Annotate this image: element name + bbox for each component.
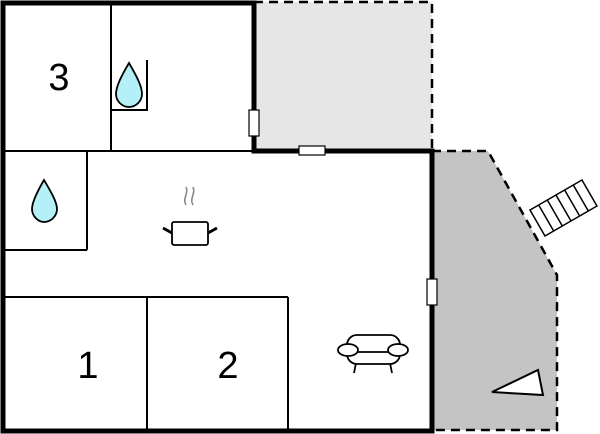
armchair-icon	[337, 334, 409, 374]
interior-walls	[3, 3, 289, 430]
room-label-bedroom-3: 3	[48, 57, 70, 99]
room-label-bedroom-1: 1	[77, 345, 99, 387]
window-east	[426, 278, 438, 306]
window-top-right	[248, 109, 260, 137]
exterior-walls	[0, 0, 435, 434]
water-drop-icon	[31, 178, 58, 223]
window-terrace	[298, 145, 326, 156]
windows	[248, 109, 438, 306]
stairs-icon	[528, 178, 598, 238]
triangle-marker-icon	[491, 368, 545, 397]
room-label-bedroom-2: 2	[217, 345, 239, 387]
cooking-pot-icon	[162, 186, 218, 246]
water-drop-icon	[115, 61, 143, 108]
covered-terrace	[254, 0, 434, 150]
shower-tray	[112, 60, 148, 111]
terrace-east	[432, 149, 559, 432]
